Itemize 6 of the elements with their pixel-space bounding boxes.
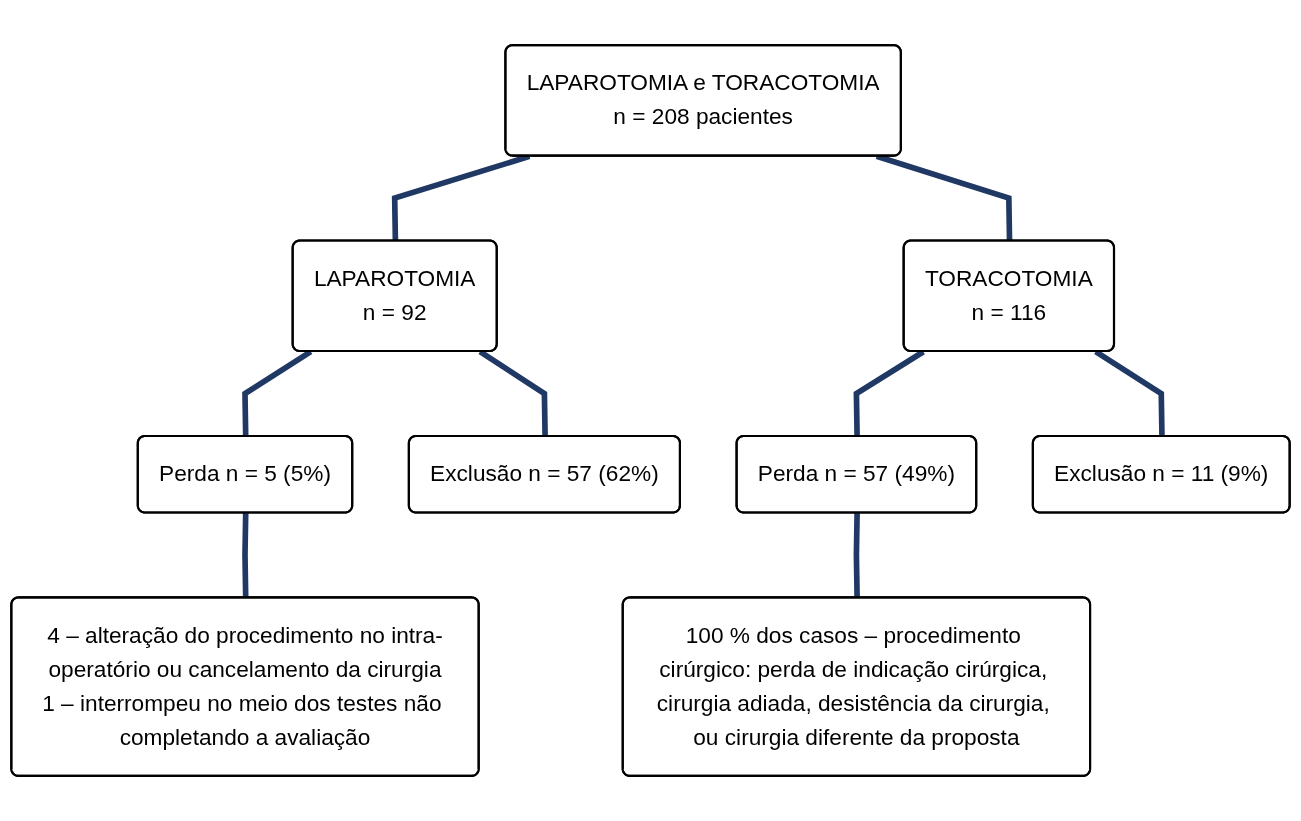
connector [853, 513, 860, 599]
connector [478, 349, 548, 437]
connector [853, 349, 925, 437]
connector [242, 513, 249, 599]
connector [1094, 349, 1165, 437]
connector [242, 349, 313, 437]
